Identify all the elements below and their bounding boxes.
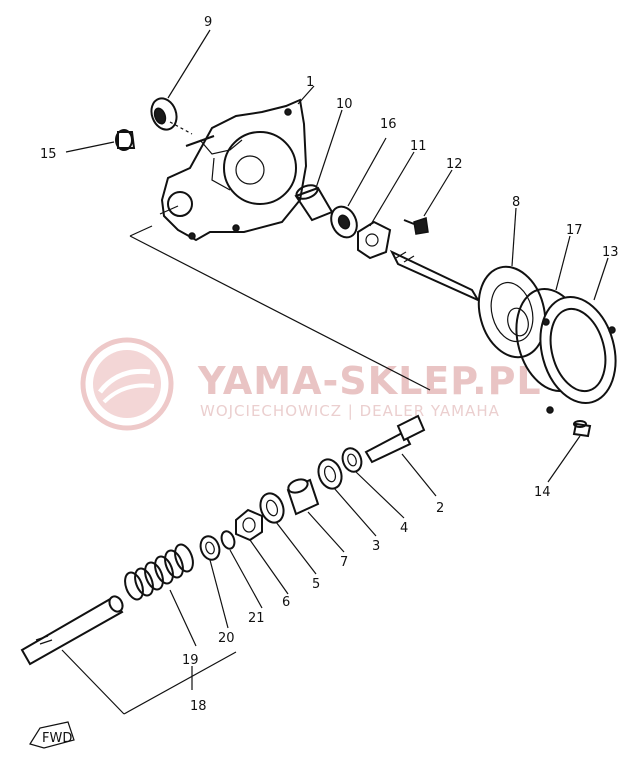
- watermark-logo: [80, 337, 174, 431]
- part-18-shaft: [20, 595, 124, 666]
- watermark-subtitle: WOJCIECHOWICZ | DEALER YAMAHA: [200, 402, 500, 420]
- callout-12: 12: [446, 157, 463, 172]
- fwd-arrow-mark: FWD: [29, 721, 75, 749]
- callout-20: 20: [218, 631, 235, 646]
- callout-19: 19: [182, 653, 199, 668]
- callout-8: 8: [512, 195, 520, 210]
- watermark: YAMA-SKLEP.PL WOJCIECHOWICZ | DEALER YAM…: [80, 337, 542, 431]
- part-19-spring: [124, 543, 194, 601]
- part-4-washer: [341, 447, 363, 473]
- callout-21: 21: [248, 611, 265, 626]
- part-16-bearing: [330, 205, 358, 239]
- part-11-plate: [357, 220, 392, 260]
- part-13-cover: [539, 296, 617, 414]
- callout-5: 5: [312, 577, 320, 592]
- part-10-sleeve: [294, 184, 334, 222]
- part-21-clip: [220, 530, 236, 550]
- callout-4: 4: [400, 521, 408, 536]
- callout-15: 15: [40, 147, 57, 162]
- callout-9: 9: [204, 15, 212, 30]
- part-9-bearing: [150, 97, 193, 135]
- callout-3: 3: [372, 539, 380, 554]
- assembly-connector-line: [129, 235, 431, 391]
- callout-18: 18: [190, 699, 207, 714]
- assembly-connector-tick: [129, 225, 153, 237]
- callout-7: 7: [340, 555, 348, 570]
- part-7-sleeve: [286, 478, 320, 516]
- part-1-housing: [159, 98, 308, 242]
- callout-6: 6: [282, 595, 290, 610]
- part-15-bushing: [115, 129, 136, 151]
- callout-1: 1: [306, 75, 314, 90]
- part-8-pulley-shaft: [389, 249, 547, 359]
- part-2-bolt: [364, 414, 426, 464]
- callout-17: 17: [566, 223, 583, 238]
- callout-2: 2: [436, 501, 444, 516]
- callout-10: 10: [336, 97, 353, 112]
- callout-14: 14: [534, 485, 551, 500]
- part-14-screw: [572, 420, 592, 438]
- fwd-label: FWD: [42, 731, 72, 746]
- group-bracket-18: [61, 649, 237, 715]
- callout-16: 16: [380, 117, 397, 132]
- part-20-washer: [199, 535, 221, 561]
- part-5-bearing: [259, 492, 285, 524]
- leader-lines: [65, 29, 609, 647]
- callout-13: 13: [602, 245, 619, 260]
- part-3-bearing: [317, 458, 343, 490]
- watermark-title: YAMA-SKLEP.PL: [197, 359, 542, 403]
- callout-11: 11: [410, 139, 427, 154]
- part-6-nut: [235, 508, 263, 542]
- callout-labels: 1 2 3 4 5 6 7 8 9 10 11 12 13 14 15 16 1…: [40, 15, 619, 714]
- part-12-screw: [403, 217, 429, 235]
